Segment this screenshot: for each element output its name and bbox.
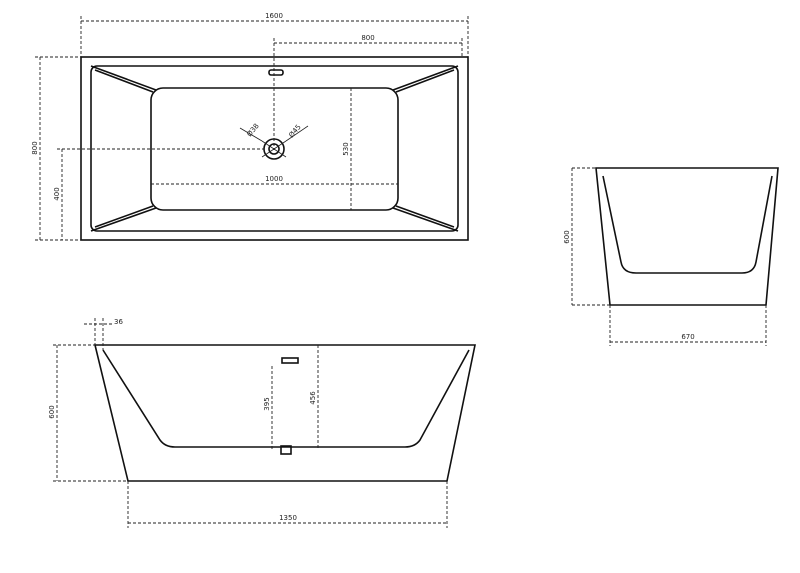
side-view: 36 600 395 456 1350: [48, 318, 476, 528]
top-view-outer-rim: [80, 56, 469, 241]
dim-overall-width: [35, 56, 81, 241]
top-view-inner-rim: [90, 65, 459, 232]
dim-half-width: [57, 148, 264, 240]
half-length-label: 800: [361, 34, 374, 42]
drain-leader-a: [239, 127, 263, 142]
side-view-basin: [102, 349, 470, 448]
overall-length-label: 1600: [265, 12, 283, 20]
top-view-slope-lines: [90, 65, 459, 232]
dim-overall-length: [80, 16, 469, 57]
side-view-outline: [93, 344, 476, 482]
inner-length-label: 1000: [265, 175, 283, 183]
base-length-label: 1350: [279, 514, 297, 522]
end-view-outline: [595, 167, 779, 306]
end-view: 600 670: [563, 167, 779, 346]
overflow-slot: [268, 69, 284, 76]
inner-width-label: 530: [342, 142, 350, 155]
wall-offset-label: 36: [114, 318, 123, 326]
end-width-label: 670: [681, 333, 694, 341]
drain-dia-a-label: Ø38: [245, 122, 260, 138]
end-view-basin: [602, 175, 773, 274]
drain-height-label: 395: [263, 397, 271, 410]
dim-half-length: [273, 38, 463, 150]
drain-leader-b: [285, 125, 309, 142]
top-view: Ø38 Ø45 1600 800 800 400: [31, 12, 469, 241]
end-height-label: 600: [563, 230, 571, 243]
side-height-label: 600: [48, 405, 56, 418]
top-view-basin: [150, 87, 399, 211]
half-width-label: 400: [53, 187, 61, 200]
overflow-height-label: 456: [309, 391, 317, 405]
side-view-overflow: [281, 357, 299, 364]
overall-width-label: 800: [31, 141, 39, 154]
side-view-drain: [280, 445, 292, 455]
